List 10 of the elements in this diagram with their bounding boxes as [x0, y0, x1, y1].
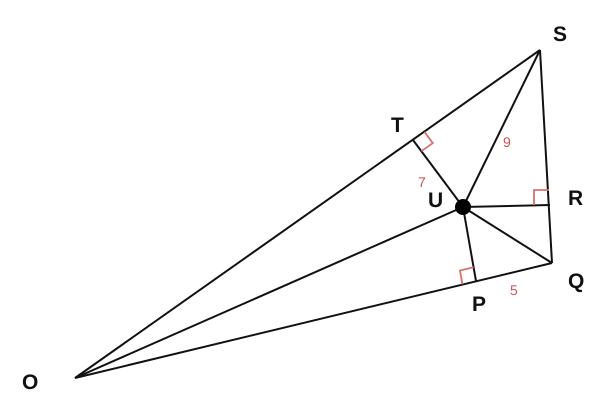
point-label: T: [391, 115, 404, 136]
point-label: P: [472, 294, 486, 315]
length-label: 9: [503, 135, 511, 149]
point-label: U: [428, 190, 444, 211]
point-label: R: [568, 188, 584, 209]
length-label: 5: [510, 283, 518, 297]
point-label: S: [553, 24, 568, 45]
point-label: O: [22, 372, 38, 393]
length-label: 7: [418, 175, 426, 189]
point-label: Q: [568, 271, 584, 292]
